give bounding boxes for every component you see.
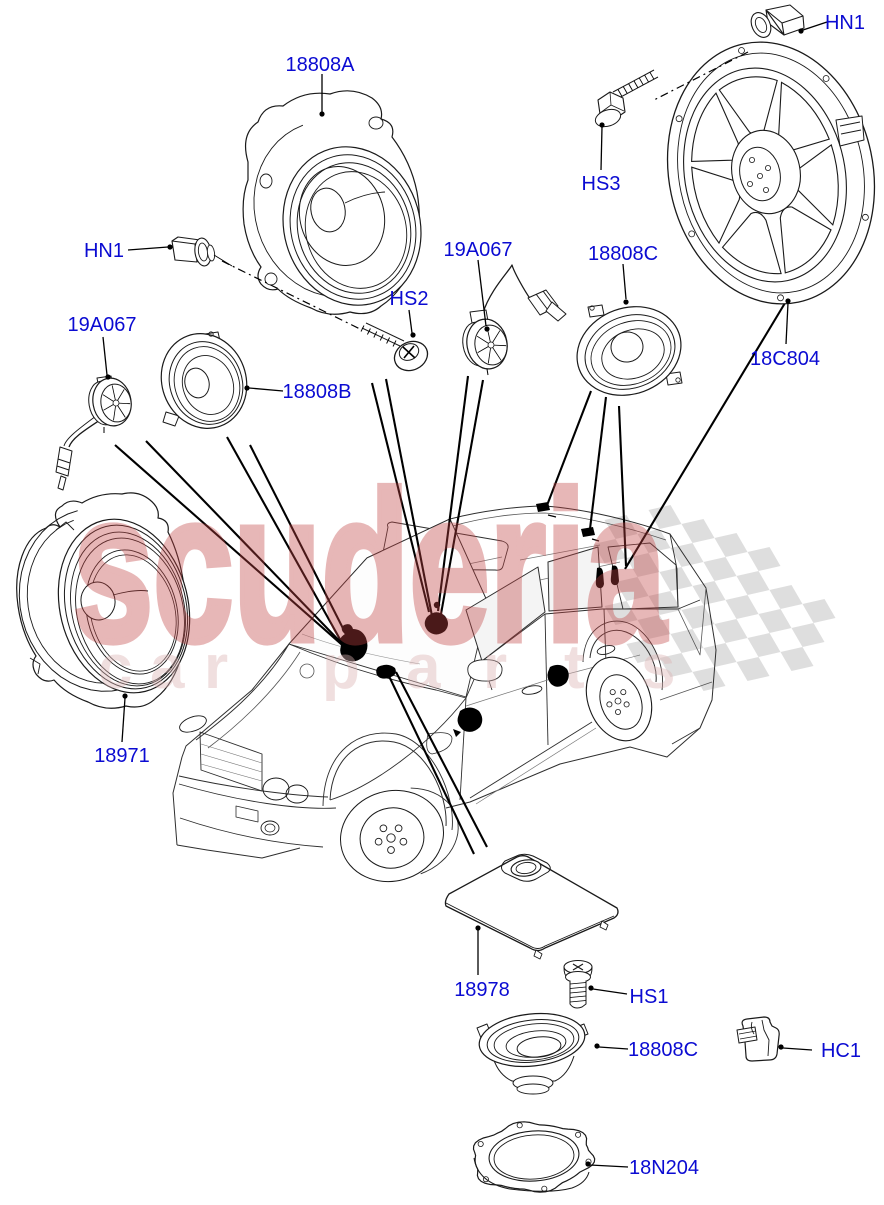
svg-text:a: a: [150, 633, 185, 702]
svg-text:r: r: [483, 633, 507, 702]
svg-text:HS1: HS1: [630, 986, 669, 1008]
svg-text:t: t: [564, 633, 585, 702]
svg-text:HS3: HS3: [582, 173, 621, 195]
svg-text:18N204: 18N204: [629, 1157, 699, 1179]
svg-text:scuderia: scuderia: [73, 449, 667, 685]
svg-text:19A067: 19A067: [68, 314, 137, 336]
svg-text:18978: 18978: [454, 979, 510, 1001]
svg-text:HN1: HN1: [84, 240, 124, 262]
svg-text:19A067: 19A067: [444, 239, 513, 261]
svg-text:18808A: 18808A: [286, 54, 356, 76]
svg-text:18C804: 18C804: [750, 348, 820, 370]
svg-text:r: r: [204, 633, 228, 702]
svg-text:HC1: HC1: [821, 1040, 861, 1062]
svg-text:18971: 18971: [94, 745, 150, 767]
svg-text:c: c: [98, 633, 132, 702]
svg-text:HS2: HS2: [390, 288, 429, 310]
svg-text:18808B: 18808B: [283, 381, 352, 403]
svg-text:18808C: 18808C: [588, 243, 658, 265]
svg-text:HN1: HN1: [825, 12, 865, 34]
svg-text:s: s: [641, 633, 675, 702]
svg-text:p: p: [322, 633, 360, 702]
svg-text:a: a: [406, 633, 441, 702]
svg-text:18808C: 18808C: [628, 1039, 698, 1061]
